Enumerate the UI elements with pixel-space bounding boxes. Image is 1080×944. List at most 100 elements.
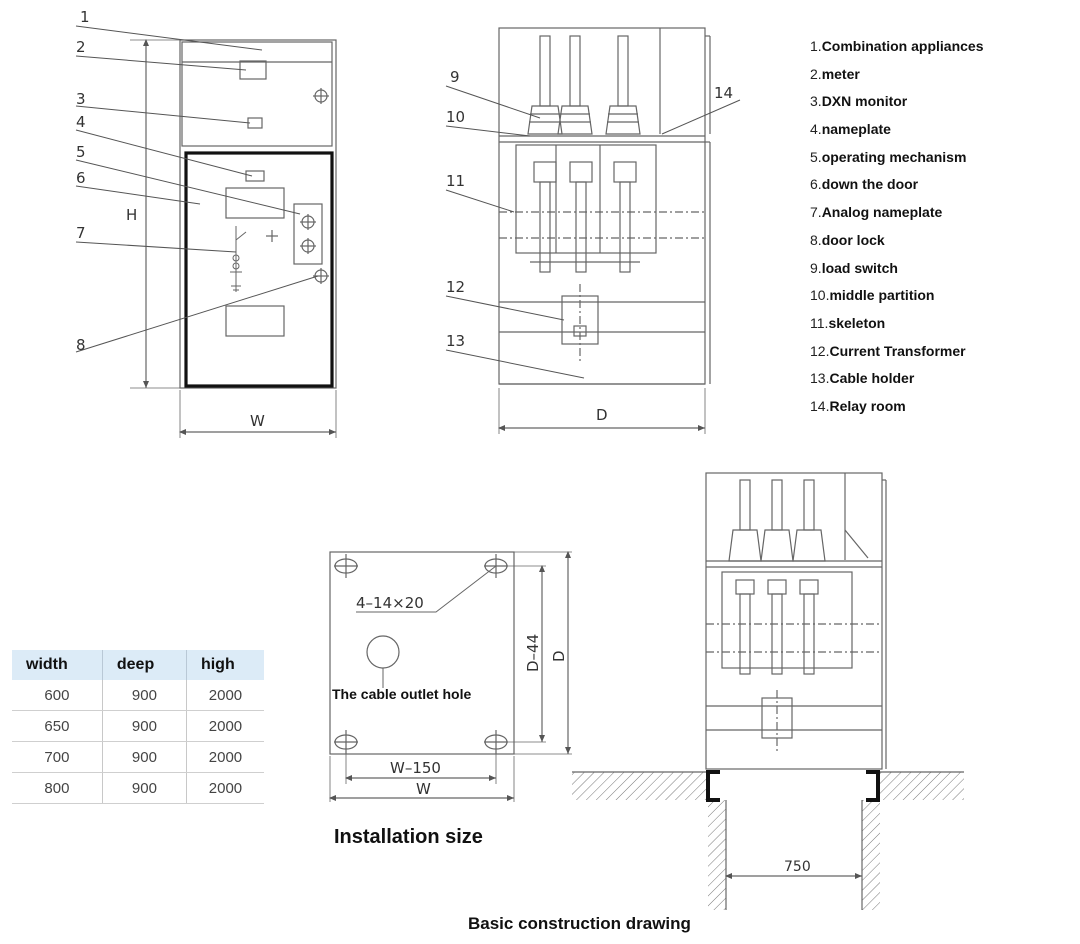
legend-item: 13.Cable holder <box>810 368 1070 396</box>
mounting-holes <box>334 554 508 754</box>
table-cell: 2000 <box>186 680 264 711</box>
legend-label: middle partition <box>829 287 935 304</box>
legend-item: 4.nameplate <box>810 119 1070 147</box>
legend-label: DXN monitor <box>821 93 908 110</box>
legend-label: Cable holder <box>829 370 915 387</box>
dim-d-label: D <box>550 650 568 662</box>
legend-label: Analog nameplate <box>821 204 943 221</box>
callout-2: 2 <box>76 38 86 56</box>
callout-3: 3 <box>76 90 86 108</box>
door-lock-icon <box>313 268 329 284</box>
callout-13: 13 <box>446 332 465 350</box>
legend-number: 9. <box>810 259 822 276</box>
cable-outlet-label: The cable outlet hole <box>332 686 472 702</box>
callout-6: 6 <box>76 169 86 187</box>
cabinet-elevation <box>705 472 883 770</box>
legend-item: 6.down the door <box>810 174 1070 202</box>
legend-item: 11.skeleton <box>810 313 1070 341</box>
callout-12: 12 <box>446 278 465 296</box>
legend-number: 13. <box>810 370 830 387</box>
channel-steel-right <box>866 770 880 802</box>
legend-item: 1.Combination appliances <box>810 36 1070 64</box>
table-cell: 900 <box>102 772 187 804</box>
legend-label: nameplate <box>821 121 891 138</box>
legend-item: 8.door lock <box>810 230 1070 258</box>
legend-label: Combination appliances <box>821 38 984 54</box>
table-cell: 700 <box>12 741 103 773</box>
legend-item: 3.DXN monitor <box>810 91 1070 119</box>
parts-legend: 1.Combination appliances 2.meter 3.DXN m… <box>810 36 1070 424</box>
lower-door <box>184 151 334 388</box>
legend-label: meter <box>821 65 860 82</box>
channel-steel-left <box>706 770 720 802</box>
legend-number: 10. <box>810 287 830 304</box>
legend-item: 9.load switch <box>810 258 1070 286</box>
legend-item: 7.Analog nameplate <box>810 202 1070 230</box>
monitor-box <box>247 117 263 129</box>
dim-750-label: 750 <box>784 859 811 875</box>
legend-number: 5. <box>810 148 822 165</box>
table-header-row: width deep high <box>12 650 264 680</box>
installation-size-caption: Installation size <box>334 826 483 848</box>
side-callouts: 9 10 11 12 13 14 D <box>446 68 733 424</box>
installation-labels: 4–14×20 W–150 W D–44 D <box>356 594 568 798</box>
legend-number: 11. <box>810 314 829 331</box>
table-cell: 2000 <box>186 710 264 742</box>
foundation-labels: 750 <box>784 859 811 875</box>
table-cell: 800 <box>12 772 103 804</box>
cabinet-side-outline <box>498 27 706 385</box>
foundation-load-switch <box>728 479 826 675</box>
load-switch <box>527 35 641 273</box>
nameplate-box <box>245 170 265 182</box>
col-high-header: high <box>186 650 264 680</box>
base-plate <box>329 551 515 755</box>
callout-10: 10 <box>446 108 465 126</box>
legend-label: Relay room <box>829 397 906 414</box>
table-cell: 900 <box>102 680 187 711</box>
table-cell: 2000 <box>186 741 264 773</box>
callout-7: 7 <box>76 224 86 242</box>
legend-label: load switch <box>821 259 898 276</box>
callout-4: 4 <box>76 113 86 131</box>
table-cell: 600 <box>12 680 103 711</box>
callout-11: 11 <box>446 172 465 190</box>
front-view <box>75 25 337 438</box>
dim-width-label: W <box>250 412 265 430</box>
legend-label: skeleton <box>828 314 886 331</box>
dim-d-44-label: D–44 <box>524 634 542 672</box>
side-view <box>445 27 741 434</box>
callout-5: 5 <box>76 143 86 161</box>
operating-mechanism-panel <box>293 203 323 265</box>
mechanism-window <box>225 187 285 219</box>
table-row: 800 900 2000 <box>12 772 264 804</box>
dim-depth-label: D <box>596 406 608 424</box>
cabinet-front-outline <box>179 39 337 389</box>
basic-construction-caption: Basic construction drawing <box>468 914 691 933</box>
installation-view <box>329 551 572 802</box>
table-cell: 900 <box>102 710 187 742</box>
legend-number: 2. <box>810 65 822 82</box>
legend-item: 2.meter <box>810 64 1070 92</box>
col-deep-header: deep <box>102 650 187 680</box>
legend-number: 3. <box>810 93 822 110</box>
legend-label: Current Transformer <box>829 342 966 359</box>
legend-label: down the door <box>821 176 919 193</box>
legend-label: door lock <box>821 231 885 248</box>
callout-9: 9 <box>450 68 460 86</box>
table-row: 600 900 2000 <box>12 680 264 711</box>
legend-item: 14.Relay room <box>810 396 1070 424</box>
legend-item: 10.middle partition <box>810 285 1070 313</box>
col-width-header: width <box>12 650 103 680</box>
legend-number: 7. <box>810 204 822 221</box>
foundation-view <box>572 472 964 910</box>
hole-spec-label: 4–14×20 <box>356 594 424 612</box>
lower-window <box>225 305 285 337</box>
legend-label: operating mechanism <box>821 148 967 165</box>
dimension-table: width deep high 600 900 2000 650 900 200… <box>12 650 264 804</box>
table-row: 650 900 2000 <box>12 710 264 742</box>
legend-number: 12. <box>810 342 830 359</box>
legend-number: 6. <box>810 176 822 193</box>
dim-w-label: W <box>416 780 431 798</box>
legend-item: 12.Current Transformer <box>810 341 1070 369</box>
